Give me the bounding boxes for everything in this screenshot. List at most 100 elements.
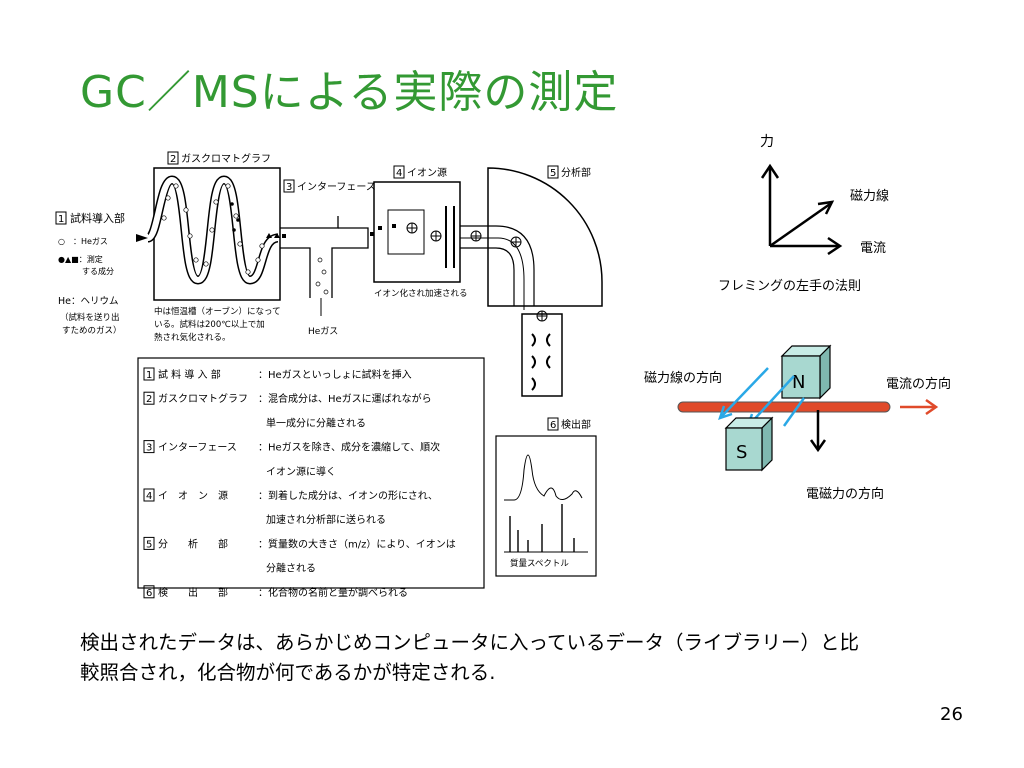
field-direction-label: 磁力線の方向: [644, 370, 722, 386]
label-interface: インターフェース: [297, 181, 376, 193]
current-direction-label: 電流の方向: [886, 376, 951, 392]
field-label: 磁力線: [850, 188, 889, 204]
page-number: 26: [940, 704, 963, 725]
interface-pipe: [280, 216, 339, 298]
force-arrow-icon: [760, 163, 780, 179]
conclusion-text: 検出されたデータは、あらかじめコンピュータに入っているデータ（ライブラリー）と比…: [80, 628, 980, 688]
field-arrow-2: [749, 375, 795, 425]
current-label: 電流: [860, 241, 886, 256]
force-direction-label: 電磁力の方向: [806, 486, 884, 502]
he-bubbles: [161, 183, 265, 275]
num-3: 3: [286, 182, 292, 193]
label-ion-source: イオン源: [407, 166, 447, 179]
interface-jet: [338, 227, 369, 249]
num-box-6: [547, 417, 559, 431]
spectrum-frame: [495, 435, 597, 577]
force-label: 力: [760, 134, 774, 150]
label-detector: 検出部: [561, 418, 591, 431]
table-row-desc: ：Heガスといっしょに試料を挿入: [258, 368, 412, 381]
conclusion-line-1: 検出されたデータは、あらかじめコンピュータに入っているデータ（ライブラリー）と比: [80, 631, 860, 654]
analyzer-magnet: [487, 167, 603, 307]
table-row-name: 試 料 導 入 部: [158, 368, 221, 381]
field-arrow-icon: [817, 200, 835, 215]
flight-tube: [460, 225, 535, 306]
fleming-diagram: 力 磁力線 電流 フレミングの左手の法則: [718, 134, 889, 294]
table-row-desc: ：化合物の名前と量が調べられる: [258, 586, 408, 599]
oven-note-1: 中は恒温槽（オーブン）になって: [154, 306, 281, 317]
table-num-box: [143, 367, 155, 381]
num-box-5: [547, 165, 559, 179]
table-row-desc: ：Heガスを除き、成分を濃縮して、順次: [258, 441, 440, 454]
legend-comp-1: ●▲■：測定: [58, 254, 103, 264]
ion-path: [460, 237, 525, 310]
fleming-caption: フレミングの左手の法則: [718, 279, 861, 294]
label-sample-intro: 試料導入部: [70, 211, 125, 225]
num-6: 6: [550, 420, 556, 431]
label-gc: ガスクロマトグラフ: [181, 152, 271, 165]
table-row-desc-cont: イオン源に導く: [266, 465, 336, 478]
he-note-3: すためのガス）: [62, 325, 122, 336]
label-analyzer: 分析部: [561, 166, 591, 179]
table-row-name: ガスクロマトグラフ: [158, 392, 248, 405]
num-5: 5: [550, 168, 556, 179]
table-row-desc-cont: 単一成分に分離される: [266, 416, 366, 429]
table-row-name: 分 析 部: [158, 537, 228, 550]
field-arrow-3: [782, 397, 806, 427]
table-row-num: 3: [146, 443, 152, 454]
table-row-desc: ：混合成分は、Heガスに運ばれながら: [258, 392, 432, 405]
he-note-1: He：ヘリウム: [58, 296, 119, 307]
slide-title: GC／MSによる実際の測定: [80, 67, 619, 118]
table-num-box: [143, 488, 155, 502]
current-arrowhead-icon: [925, 398, 939, 416]
table-num-box: [143, 536, 155, 550]
table-row-num: 2: [146, 394, 152, 405]
current-arrow-icon: [827, 236, 843, 256]
table-row-name: 検 出 部: [158, 586, 228, 599]
table-row-name: イ オ ン 源: [158, 489, 228, 502]
spectrum-label: 質量スペクトル: [510, 558, 569, 569]
num-4: 4: [396, 168, 402, 179]
south-label: S: [736, 442, 747, 463]
table-num-box: [143, 440, 155, 454]
table-row-name: インターフェース: [158, 442, 237, 454]
table-row-num: 6: [146, 588, 152, 599]
force-arrowhead-icon: [809, 439, 827, 453]
table-row-desc-cont: 分離される: [266, 562, 316, 575]
north-magnet: N: [780, 344, 832, 400]
dynode-chain: [531, 333, 551, 391]
detector-plus: [536, 310, 548, 322]
conclusion-line-2: 較照合され，化合物が何であるかが特定される.: [80, 661, 496, 684]
he-note-2: （試料を送り出: [60, 312, 120, 323]
description-table: [137, 357, 485, 589]
inlet-arrow-icon: [136, 234, 148, 242]
oven-note-3: 熱され気化される。: [154, 332, 231, 343]
ion-source-box: [373, 181, 461, 283]
table-row-num: 4: [146, 491, 152, 502]
gcms-diagram: 1 試料導入部 ○ ：Heガス ●▲■：測定 する成分 He：ヘリウム （試料を…: [55, 151, 603, 599]
he-gas-label: Heガス: [308, 326, 338, 337]
table-num-box: [143, 585, 155, 599]
table-row-num: 1: [146, 370, 152, 381]
num-box-2: [167, 151, 179, 165]
table-row-num: 5: [146, 539, 152, 550]
legend-comp-2: する成分: [82, 266, 114, 276]
table-row-desc-cont: 加速され分析部に送られる: [266, 513, 386, 526]
ions: [370, 224, 396, 236]
table-num-box: [143, 391, 155, 405]
num-box-3: [283, 179, 295, 193]
chromatogram: [504, 454, 583, 501]
south-magnet: S: [724, 416, 774, 472]
current-wire: [677, 401, 891, 413]
ion-note: イオン化され加速される: [374, 288, 468, 299]
num-2: 2: [170, 154, 176, 165]
field-axis: [769, 202, 831, 248]
he-exit-bubbles: [315, 257, 329, 295]
sample-dots: [230, 202, 286, 238]
mass-spectrum-lines: [509, 504, 575, 552]
legend-he: ○ ：Heガス: [58, 236, 108, 246]
north-label: N: [792, 372, 805, 393]
num-box-1: [55, 211, 67, 225]
magnet-diagram: 磁力線の方向 電流の方向 N S 電磁力の方向: [644, 344, 951, 502]
ionization-chamber: [387, 209, 425, 255]
num-1: 1: [58, 214, 64, 225]
